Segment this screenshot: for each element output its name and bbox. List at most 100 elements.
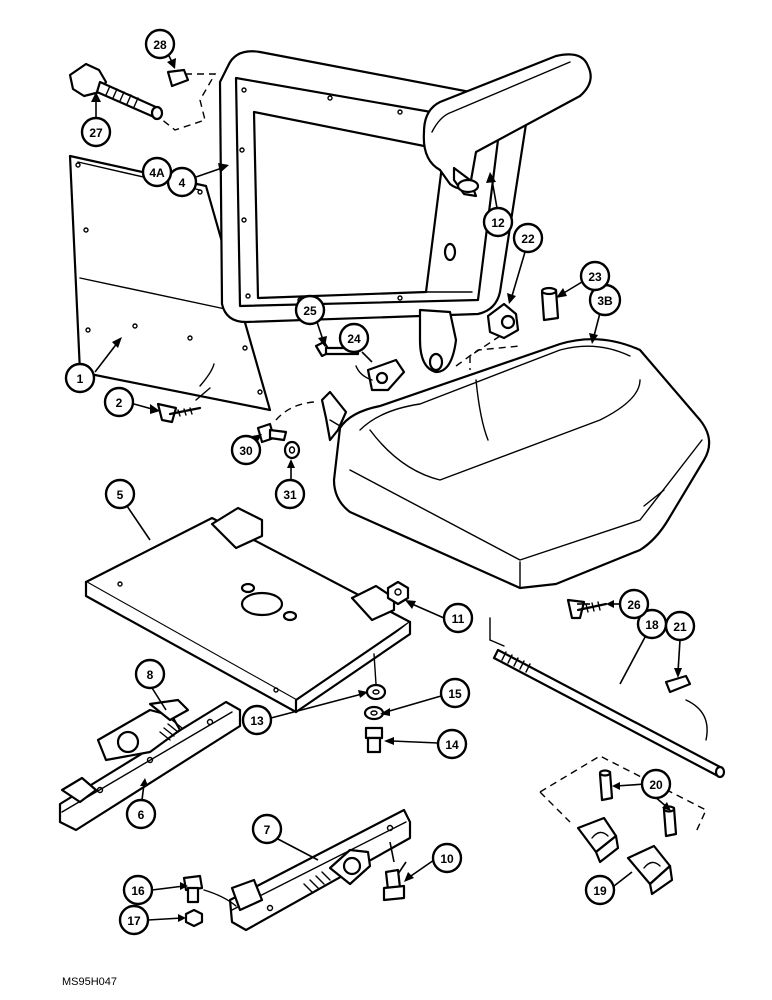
dashed-path-19b [539,791,571,823]
svg-text:11: 11 [452,612,465,626]
svg-text:1: 1 [77,372,84,386]
seat-cushion-part-3b [320,338,711,590]
washer-part-15 [363,705,385,721]
svg-text:21: 21 [673,620,687,634]
dashed-path-4-to-3b [455,345,521,367]
svg-text:6: 6 [138,808,145,822]
callout-27: 27 [80,116,112,148]
bracket-part-22 [486,302,520,340]
callout-22: 22 [512,222,544,254]
callout-8: 8 [134,658,166,690]
nut-part-17 [184,908,204,928]
pin-part-28 [166,68,190,88]
callout-25: 25 [294,294,326,326]
screw-part-26 [566,598,608,620]
callout-7: 7 [251,813,283,845]
nut-part-11 [386,580,410,606]
callout-10: 10 [431,842,463,874]
callout-16: 16 [122,874,154,906]
svg-text:22: 22 [521,232,535,246]
washer-part-31 [283,440,301,460]
callout-4a: 4A [141,156,173,188]
svg-text:10: 10 [440,852,454,866]
svg-text:20: 20 [649,778,663,792]
svg-text:8: 8 [147,668,154,682]
bolt-part-10 [382,868,406,902]
dashed-path-18b [489,639,505,647]
leader-1-arc [199,363,215,387]
dashed-path-19 [539,755,707,833]
svg-text:30: 30 [239,444,253,458]
svg-text:17: 17 [127,914,141,928]
svg-text:4A: 4A [149,166,165,180]
screw-part-2 [156,387,211,424]
callout-21: 21 [664,610,696,642]
svg-text:14: 14 [445,738,459,752]
callout-24: 24 [338,322,370,354]
callout-4: 4 [166,166,198,198]
leader-16-to-rail [203,889,237,907]
svg-text:27: 27 [89,126,103,140]
callout-23: 23 [579,260,611,292]
callout-26: 26 [618,588,650,620]
callout-17: 17 [118,904,150,936]
bolt-part-30 [256,422,288,444]
roller-part-19-left [576,816,620,864]
seat-plate-part-5 [84,506,412,714]
svg-text:13: 13 [250,714,264,728]
callout-15: 15 [439,677,471,709]
dashed-path-22 [469,335,501,370]
pin-part-20-left [598,769,614,802]
drawing-code: MS95H047 [62,976,117,988]
svg-text:19: 19 [593,884,607,898]
bolt-part-16 [182,874,204,904]
svg-text:23: 23 [588,270,602,284]
callout-14: 14 [436,728,468,760]
leader-21-arc [685,699,708,741]
svg-text:3B: 3B [597,294,613,308]
rod-part-18 [492,648,726,779]
callout-11: 11 [442,602,474,634]
svg-text:31: 31 [283,488,297,502]
svg-text:15: 15 [448,687,462,701]
pin-part-20-right [662,805,678,838]
callout-1: 1 [64,362,96,394]
svg-text:26: 26 [627,598,641,612]
slide-rail-part-6 [58,700,242,832]
knob-bolt-part-27 [68,62,164,121]
svg-text:25: 25 [303,304,317,318]
svg-text:18: 18 [645,618,659,632]
roller-part-19-right [626,844,674,896]
svg-text:4: 4 [179,176,186,190]
callout-5: 5 [104,478,136,510]
callout-12: 12 [482,206,514,238]
svg-text:24: 24 [347,332,361,346]
callout-28: 28 [144,28,176,60]
dashed-path-30 [275,401,315,421]
callout-18: 18 [636,608,668,640]
slide-rail-part-7 [228,808,412,932]
svg-text:16: 16 [131,884,145,898]
svg-text:12: 12 [491,216,505,230]
callout-19: 19 [584,874,616,906]
callout-31: 31 [274,478,306,510]
armrest-part-12 [422,53,592,198]
callout-2: 2 [103,386,135,418]
slide-lock-part-8 [96,698,214,794]
dashed-path-28 [159,73,217,131]
callout-30: 30 [230,434,262,466]
leader-24-arc [355,365,373,381]
dashed-path-13 [373,653,377,685]
washer-part-13 [365,683,387,701]
rear-cover-panel-part-1 [68,154,272,412]
link-part-24 [366,358,406,392]
callout-6: 6 [125,798,157,830]
pin-part-21 [664,674,692,694]
bolt-part-14 [364,726,384,754]
callout-13: 13 [241,704,273,736]
svg-text:2: 2 [116,396,123,410]
svg-text:28: 28 [153,38,167,52]
svg-text:7: 7 [264,823,271,837]
callout-20: 20 [640,768,672,800]
pin-part-23 [540,286,560,322]
